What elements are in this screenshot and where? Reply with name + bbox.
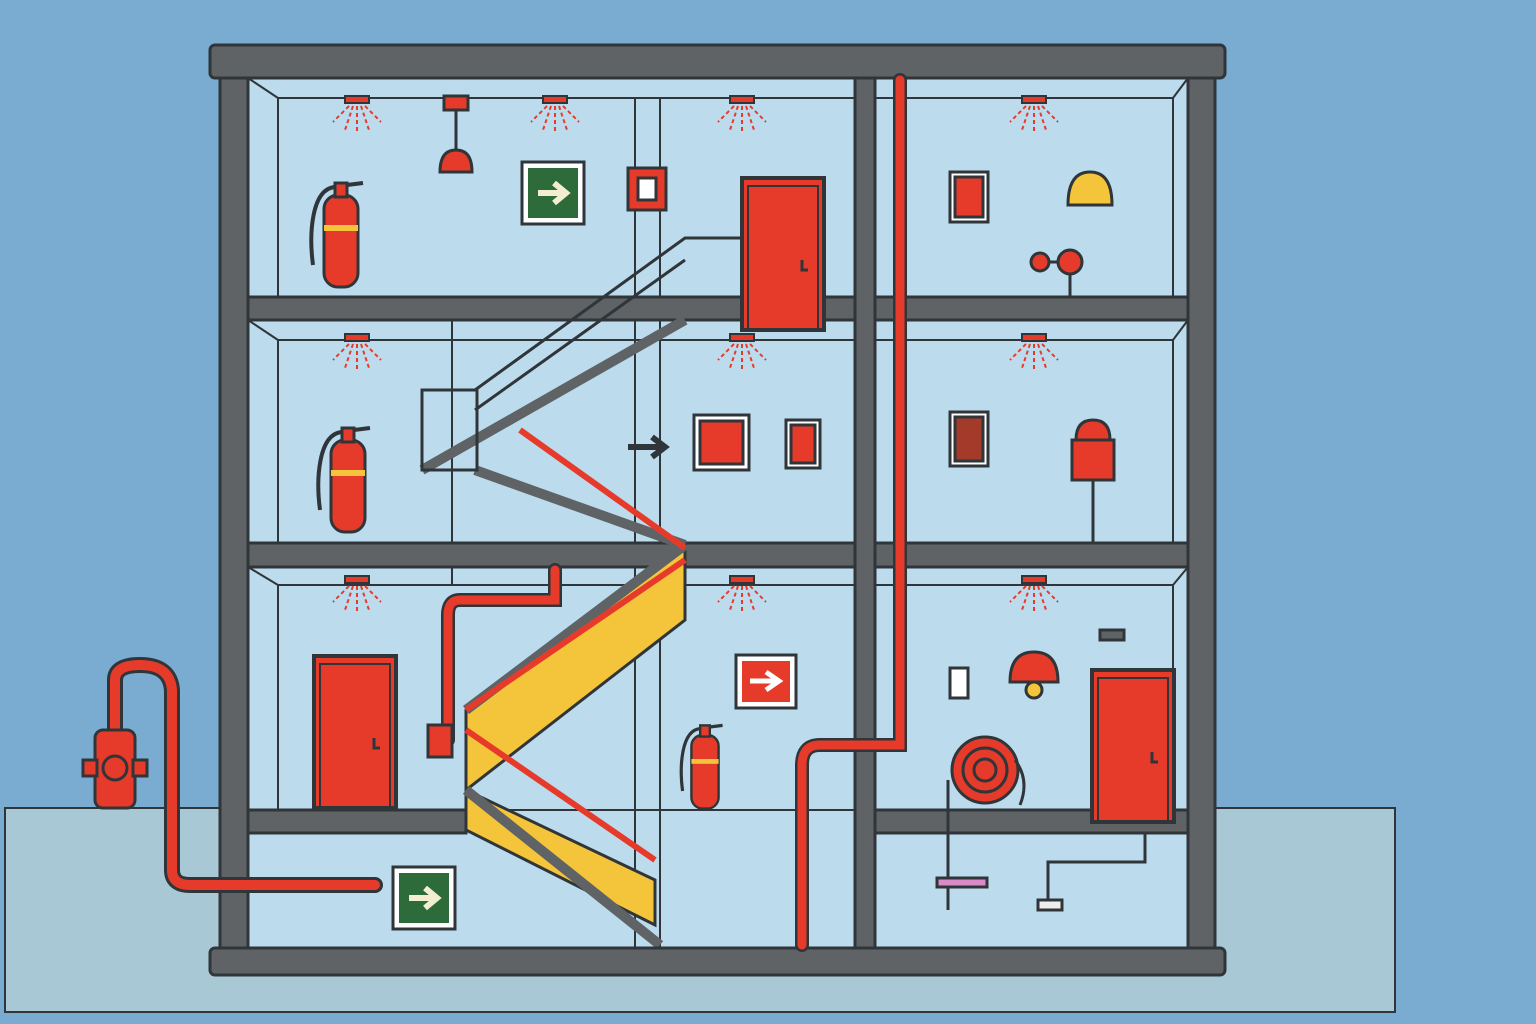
building-frame [208,43,1227,977]
alarm-bell-icon [1008,170,1116,700]
hose-reel-icon [935,735,1147,912]
exit-sign-icon [393,867,455,929]
fire-door-icon [312,654,398,810]
smoke-detector-icon [438,94,474,174]
exit-sign-icon [734,653,798,710]
fire-alarm-panel-icon [426,434,670,759]
standpipe-icon [107,73,907,952]
floor-slabs [246,295,1190,835]
exit-sign-icon [522,162,584,224]
fire-alarm-signs [626,166,1126,700]
staircase-icon [419,236,740,949]
fire-hydrant-icon [81,728,149,810]
fire-door-icon [740,176,826,332]
fire-door-icon [1090,668,1176,824]
